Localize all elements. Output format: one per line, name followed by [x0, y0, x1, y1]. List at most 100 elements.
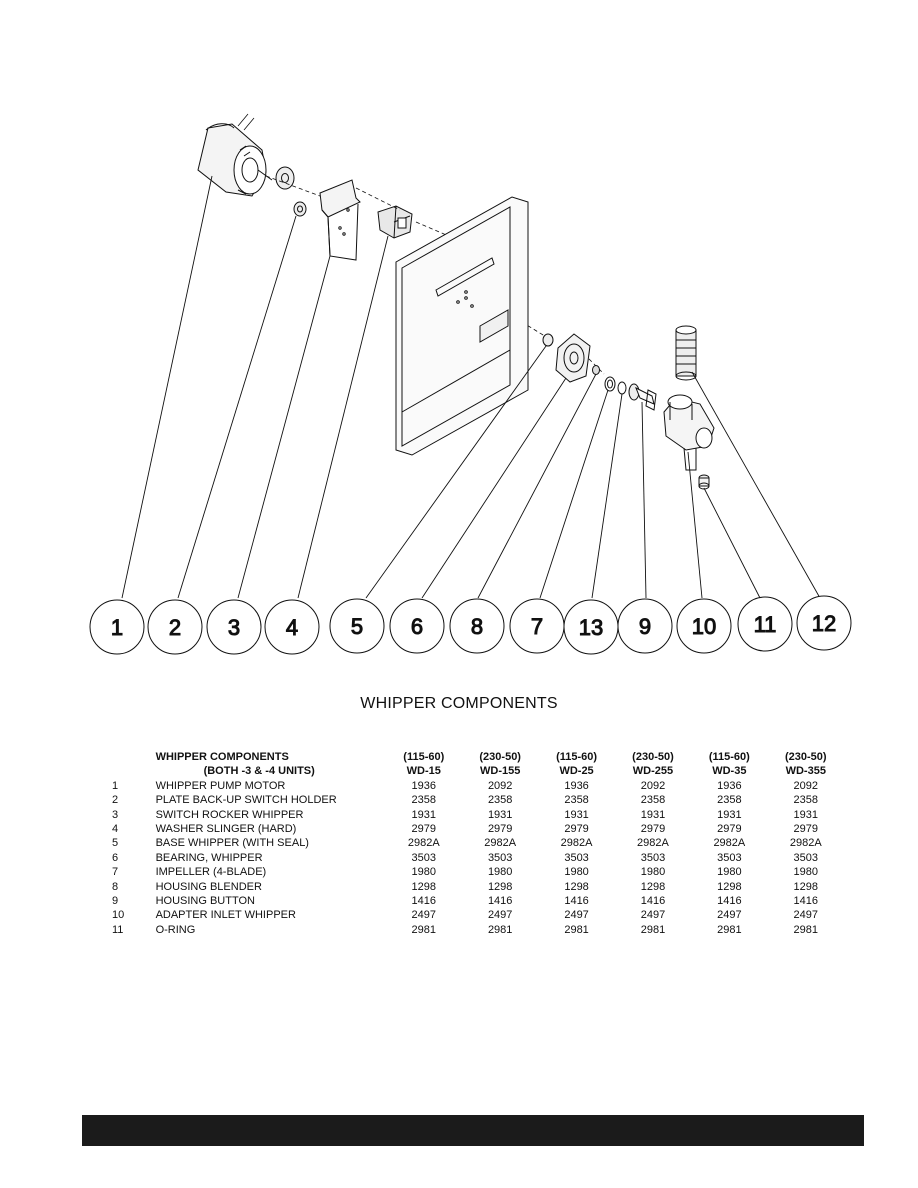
svg-text:12: 12	[812, 611, 836, 636]
row-part-number: 1931	[793, 808, 819, 821]
row-part-name: HOUSING BUTTON	[155, 895, 255, 908]
svg-text:10: 10	[692, 614, 716, 639]
parts-table-body: 1 WHIPPER PUMP MOTOR 1936 2092 1936 2092 1936 2…	[104, 779, 844, 937]
col-voltage: (115-60)	[708, 751, 750, 763]
row-number: 11	[112, 923, 124, 936]
col-model: WD-25	[559, 765, 594, 778]
leader-lines	[121, 175, 821, 599]
row-part-name: WHIPPER PUMP MOTOR	[155, 779, 286, 792]
col-model: WD-155	[480, 765, 521, 778]
svg-text:8: 8	[471, 614, 483, 639]
row-part-number: 2981	[487, 923, 513, 936]
callout-9: 9	[617, 598, 673, 654]
table-header-subtitle: (BOTH -3 & -4 UNITS)	[203, 765, 315, 778]
svg-text:11: 11	[754, 612, 777, 637]
footer-bar	[82, 1115, 864, 1146]
callout-8: 8	[449, 598, 505, 654]
row-part-number: 1298	[717, 880, 742, 893]
row-part-number: 2358	[640, 794, 666, 807]
row-part-number: 1298	[793, 880, 819, 893]
row-part-number: 2358	[487, 794, 513, 807]
row-part-number: 2092	[640, 779, 666, 792]
row-part-number: 2981	[411, 923, 437, 936]
row-number: 5	[112, 837, 119, 850]
col-voltage: (230-50)	[784, 751, 827, 763]
part-seal-washer	[542, 333, 554, 347]
svg-text:6: 6	[411, 614, 423, 639]
row-part-number: 2497	[564, 909, 589, 922]
row-part-number: 1298	[640, 880, 666, 893]
row-part-number: 2497	[717, 909, 742, 922]
row-part-number: 2981	[640, 923, 666, 936]
row-part-number: 2092	[487, 779, 513, 792]
row-part-number: 2981	[717, 923, 742, 936]
row-part-number: 2979	[640, 823, 666, 836]
row-part-name: WASHER SLINGER (HARD)	[155, 823, 297, 836]
row-number: 9	[112, 895, 119, 908]
row-number: 2	[112, 794, 119, 807]
row-part-number: 2981	[564, 923, 589, 936]
row-part-number: 1931	[640, 808, 666, 821]
part-bearing	[592, 365, 600, 375]
table-header-title: WHIPPER COMPONENTS	[155, 751, 289, 763]
part-front-panel	[395, 196, 529, 456]
callout-10: 10	[676, 598, 732, 654]
row-part-number: 1936	[564, 779, 589, 792]
part-washer-slinger	[293, 201, 307, 217]
row-part-number: 1298	[411, 880, 437, 893]
row-part-number: 1298	[487, 880, 513, 893]
row-part-name: ADAPTER INLET WHIPPER	[155, 909, 296, 922]
row-part-number: 2358	[564, 794, 589, 807]
row-number: 8	[112, 880, 119, 893]
callout-7: 7	[509, 598, 565, 654]
row-part-number: 2982A	[407, 837, 440, 850]
row-part-number: 2979	[564, 823, 589, 836]
row-part-number: 3503	[793, 851, 819, 864]
row-part-number: 1936	[717, 779, 742, 792]
part-switch-rocker	[377, 205, 413, 239]
row-part-name: O-RING	[155, 923, 196, 936]
row-part-name: SWITCH ROCKER WHIPPER	[155, 808, 304, 821]
table-row: 5 BASE WHIPPER (WITH SEAL) 2982A 2982A 2982A…	[104, 836, 844, 850]
row-part-number: 2982A	[713, 837, 746, 850]
row-number: 7	[112, 866, 119, 879]
row-number: 10	[112, 909, 125, 922]
row-part-name: PLATE BACK-UP SWITCH HOLDER	[155, 794, 337, 807]
row-number: 1	[112, 779, 119, 792]
exploded-parts-diagram: 1 2 3 4 5 6 8 7 13 9 10 11 12	[89, 113, 852, 655]
row-part-number: 1980	[487, 866, 513, 879]
row-part-number: 1416	[487, 895, 513, 908]
part-adapter-inlet	[675, 325, 697, 381]
col-model: WD-355	[785, 765, 826, 778]
row-part-number: 1980	[717, 866, 742, 879]
callout-13: 13	[563, 599, 619, 655]
section-title: WHIPPER COMPONENTS	[360, 695, 558, 712]
row-part-number: 3503	[640, 851, 666, 864]
row-part-number: 3503	[411, 851, 437, 864]
svg-text:9: 9	[639, 614, 651, 639]
row-part-number: 1416	[640, 895, 666, 908]
col-voltage: (230-50)	[479, 751, 521, 763]
row-part-number: 1936	[411, 779, 437, 792]
row-part-number: 2982A	[560, 837, 593, 850]
row-part-number: 1416	[793, 895, 819, 908]
callout-circles: 1 2 3 4 5 6 8 7 13 9 10 11 12	[89, 595, 852, 655]
row-part-name: HOUSING BLENDER	[155, 880, 262, 893]
row-part-name: BASE WHIPPER (WITH SEAL)	[155, 837, 309, 850]
row-part-name: IMPELLER (4-BLADE)	[155, 866, 267, 879]
row-part-number: 2979	[717, 823, 742, 836]
col-voltage: (115-60)	[556, 751, 598, 763]
table-header-row-2: (BOTH -3 & -4 UNITS) WD-15 WD-155 WD-25 …	[104, 764, 844, 778]
row-part-number: 2358	[717, 794, 742, 807]
row-part-number: 2979	[793, 823, 819, 836]
col-model: WD-15	[406, 765, 441, 778]
row-part-number: 2497	[793, 909, 819, 922]
row-part-number: 2497	[640, 909, 666, 922]
row-part-number: 1980	[411, 866, 437, 879]
row-part-number: 2981	[793, 923, 819, 936]
